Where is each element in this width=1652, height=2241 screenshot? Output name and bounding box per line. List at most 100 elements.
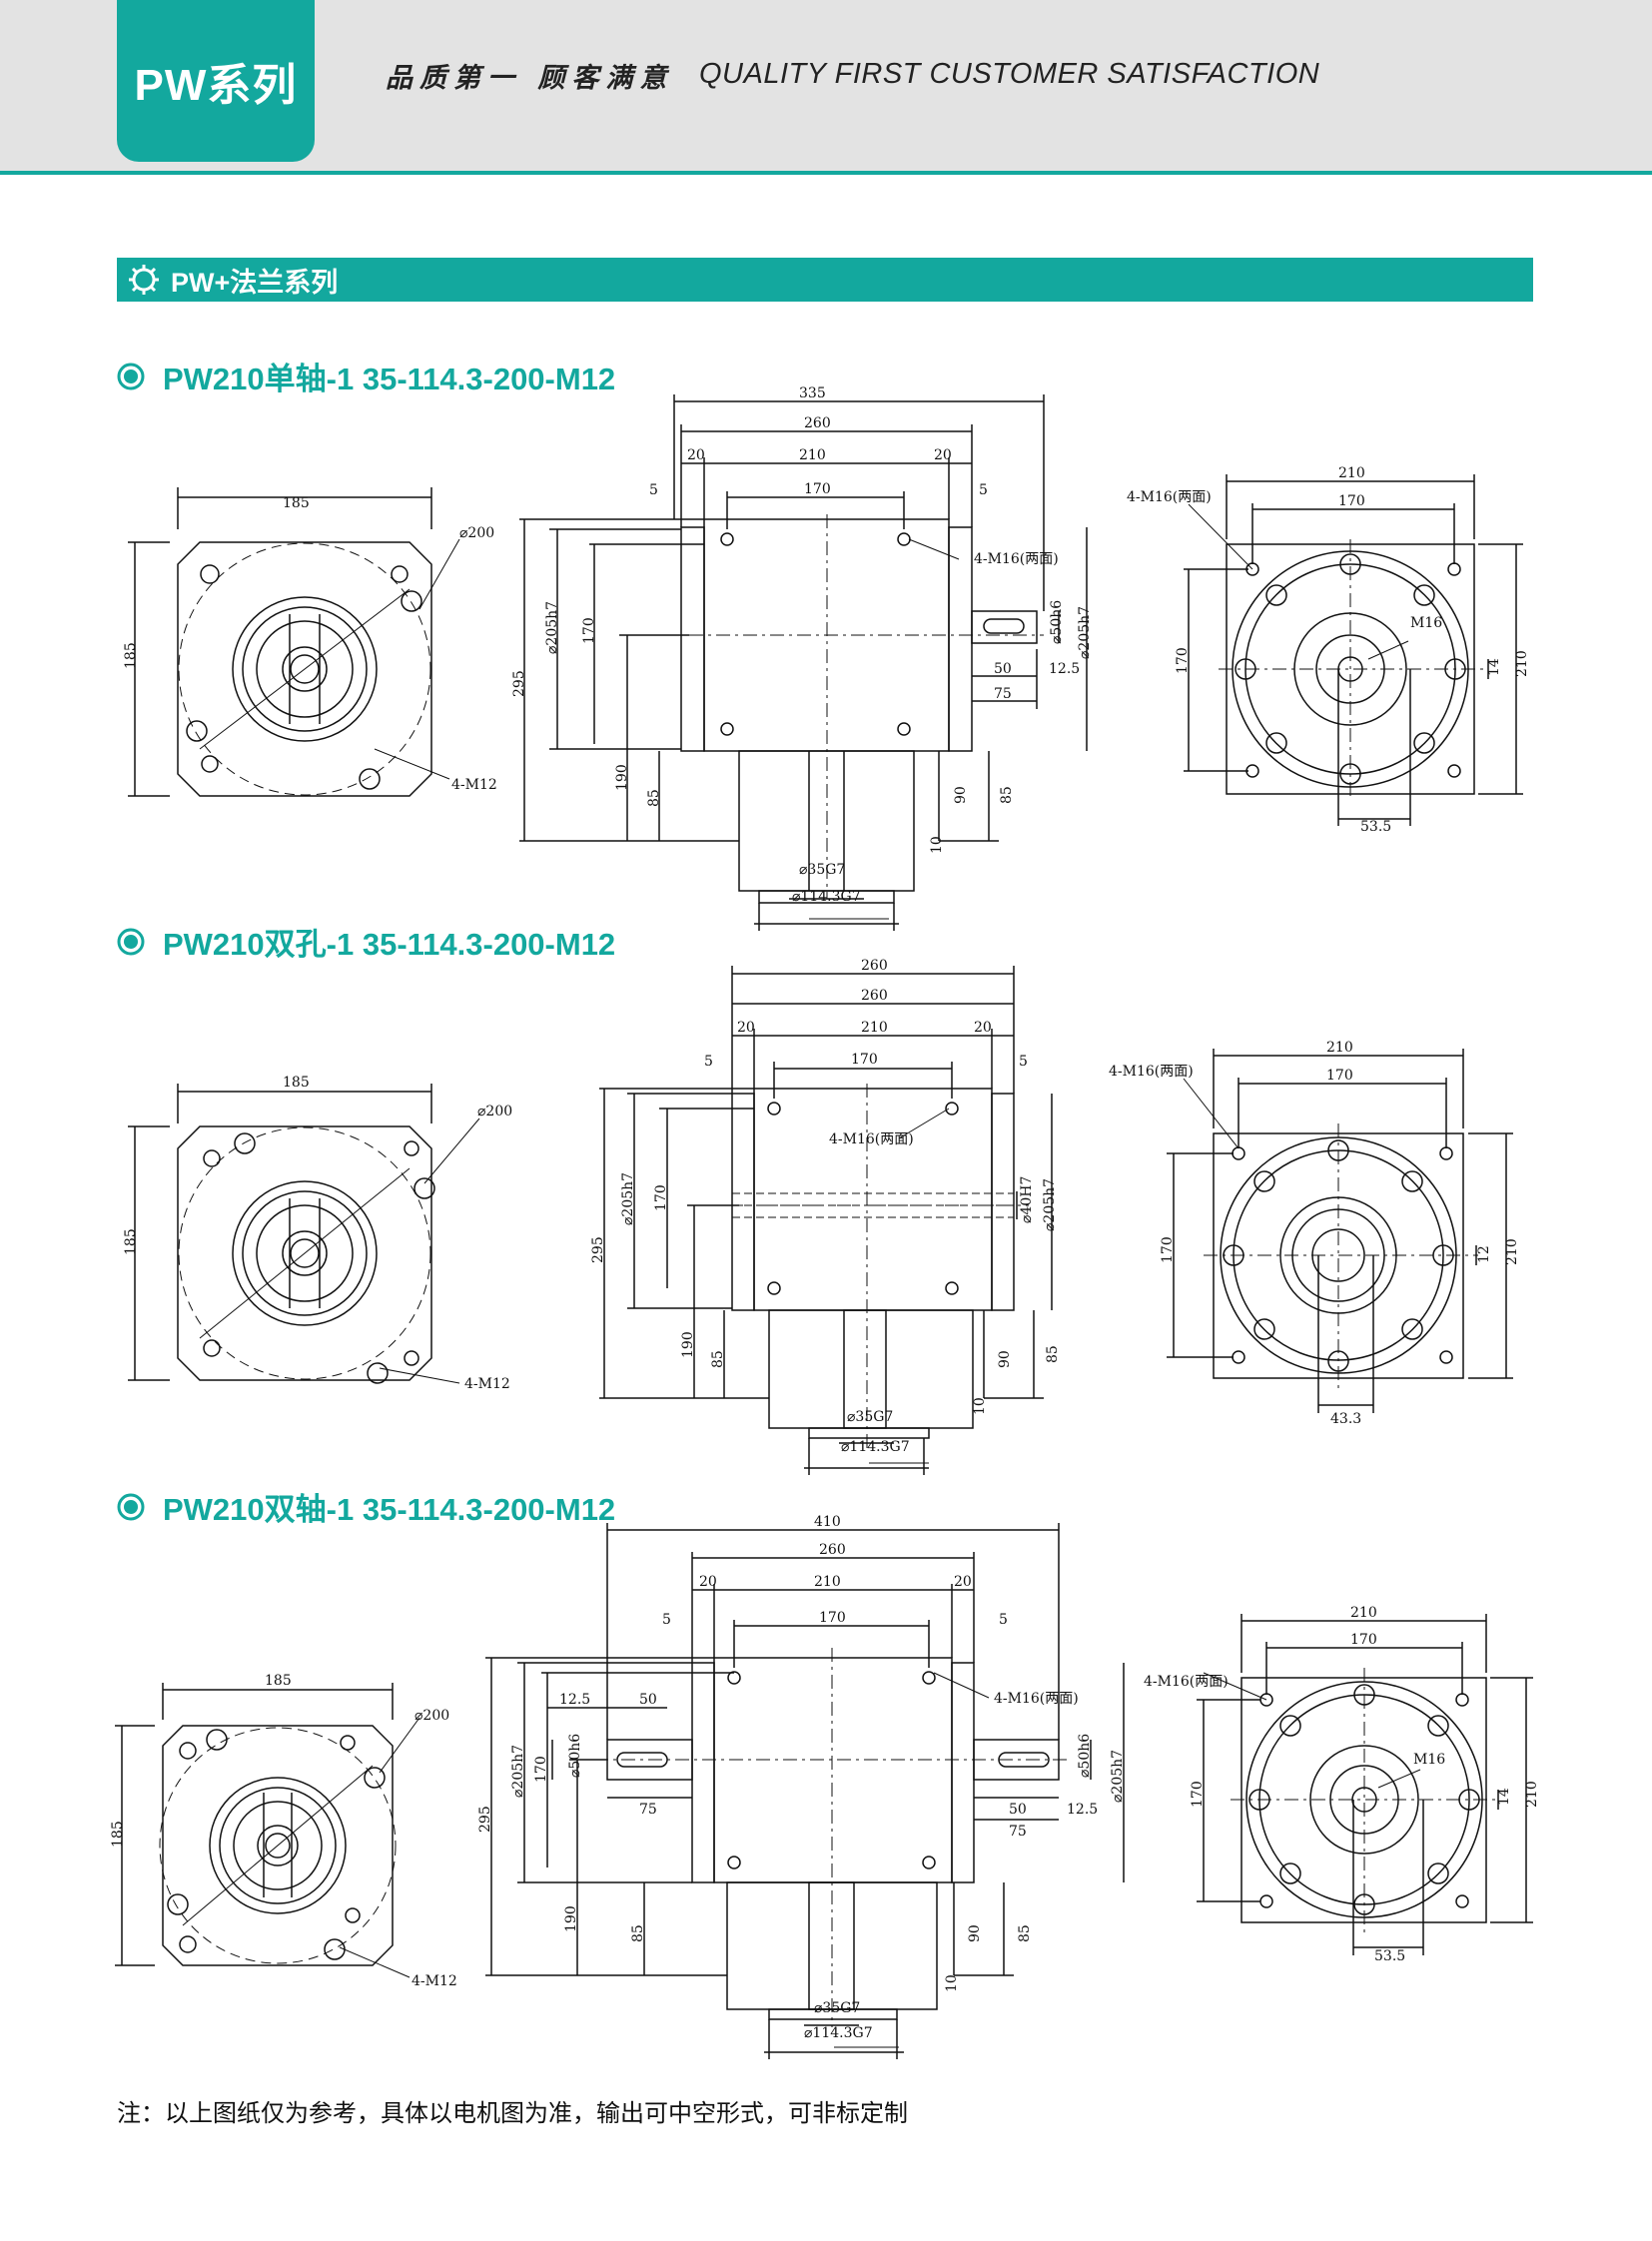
dim-label: 85 (999, 786, 1015, 804)
model-title-3: PW210双轴-1 35-114.3-200-M12 (117, 1484, 615, 1529)
dim-label: ⌀35G7 (814, 2000, 860, 2016)
dim-label: 4-M16(两面) (1144, 1674, 1229, 1690)
dim-label: 85 (710, 1350, 726, 1368)
dim-label: 85 (1017, 1924, 1033, 1942)
dim-label: 170 (653, 1184, 669, 1211)
dim-label: 260 (861, 988, 888, 1004)
slogan-english: QUALITY FIRST CUSTOMER SATISFACTION (699, 58, 1320, 90)
dim-label: M16 (1410, 615, 1442, 631)
dim-label: 12 (1476, 1245, 1492, 1263)
dim-label: 295 (590, 1236, 606, 1263)
dim-label: 4-M12 (412, 1973, 457, 1989)
dim-label: 4-M12 (451, 777, 497, 793)
gear-icon (129, 265, 159, 295)
dim-label: 5 (662, 1612, 671, 1628)
target-dot-icon (117, 363, 145, 389)
section-bar: PW+法兰系列 (117, 258, 1533, 302)
dim-label: 53.5 (1374, 1948, 1405, 1964)
dim-label: 20 (699, 1574, 717, 1590)
dim-label: ⌀200 (414, 1708, 449, 1724)
dim-label: 12.5 (1049, 661, 1080, 677)
side-view (485, 1523, 1125, 2059)
dim-label: 5 (999, 1612, 1008, 1628)
model-title-text: PW210双孔-1 35-114.3-200-M12 (163, 927, 616, 962)
dim-label: 10 (944, 1974, 960, 1992)
dim-label: 210 (1326, 1040, 1353, 1056)
dim-label: 50 (1009, 1802, 1027, 1818)
dim-label: 210 (1350, 1605, 1377, 1621)
dim-label: 210 (799, 447, 826, 463)
dim-label: 210 (1524, 1781, 1540, 1808)
dim-label: 185 (265, 1673, 292, 1689)
drawing-double-hole: 185 185 ⌀200 4-M12 260 260 20 210 20 5 1… (123, 958, 1520, 1475)
dim-label: 170 (1338, 493, 1365, 509)
dim-label: ⌀200 (477, 1104, 512, 1120)
footer-note: 注：以上图纸仅为参考，具体以电机图为准，输出可中空形式，可非标定制 (117, 2100, 908, 2127)
drawing-single-shaft: 185 185 ⌀200 4-M12 335 260 20 210 20 5 1… (123, 385, 1530, 931)
dim-label: ⌀50h6 (567, 1734, 583, 1778)
dim-label: 170 (533, 1756, 549, 1783)
dim-label: 260 (819, 1542, 846, 1558)
dim-label: 90 (967, 1924, 983, 1942)
model-title-1: PW210单轴-1 35-114.3-200-M12 (117, 354, 615, 398)
dim-label: ⌀205h7 (1077, 606, 1093, 659)
dim-label: 50 (639, 1692, 657, 1708)
dim-label: 170 (804, 481, 831, 497)
dim-label: 20 (737, 1020, 755, 1036)
dim-label: 170 (1175, 647, 1191, 674)
dim-label: ⌀200 (459, 525, 494, 541)
dim-label: 170 (581, 617, 597, 644)
dim-label: 43.3 (1330, 1411, 1361, 1427)
dim-label: 185 (283, 1075, 310, 1091)
dim-label: 210 (861, 1020, 888, 1036)
dim-label: 12.5 (1067, 1802, 1098, 1818)
dim-label: 4-M16(两面) (829, 1131, 914, 1147)
dim-label: 4-M16(两面) (974, 551, 1059, 567)
dim-label: 185 (123, 642, 139, 669)
dim-label: 410 (814, 1514, 841, 1530)
dim-label: 20 (974, 1020, 992, 1036)
dim-label: 260 (861, 958, 888, 974)
dim-label: 185 (110, 1821, 126, 1848)
dim-label: 85 (1045, 1345, 1061, 1363)
series-tab: PW系列 (117, 0, 315, 162)
section-title: PW+法兰系列 (171, 267, 339, 298)
front-view (128, 487, 460, 797)
dim-label: 75 (1009, 1824, 1027, 1840)
dim-label: 260 (804, 415, 831, 431)
dim-label: 5 (649, 482, 658, 498)
drawing-double-shaft: 185 185 ⌀200 4-M12 410 260 20 210 20 5 1… (110, 1514, 1540, 2059)
dim-label: ⌀114.3G7 (841, 1439, 910, 1455)
dim-label: 295 (477, 1806, 493, 1833)
dim-label: 210 (1514, 650, 1530, 677)
dim-label: 170 (851, 1052, 878, 1068)
dim-label: 210 (1504, 1238, 1520, 1265)
dim-label: 20 (954, 1574, 972, 1590)
dim-label: ⌀50h6 (1049, 600, 1065, 644)
dim-label: 295 (511, 670, 527, 697)
front-view (128, 1084, 480, 1384)
dim-label: 5 (979, 482, 988, 498)
dim-label: 170 (1326, 1068, 1353, 1084)
dim-label: 10 (972, 1397, 988, 1415)
dim-label: ⌀205h7 (1110, 1750, 1126, 1803)
dim-label: ⌀114.3G7 (804, 2025, 873, 2041)
header-divider (0, 171, 1652, 175)
dim-label: 190 (614, 764, 630, 791)
target-dot-icon (117, 928, 145, 955)
dim-label: ⌀205h7 (620, 1172, 636, 1225)
model-title-text: PW210单轴-1 35-114.3-200-M12 (163, 362, 616, 396)
dim-label: 4-M16(两面) (1109, 1064, 1194, 1080)
dim-label: ⌀114.3G7 (792, 889, 861, 905)
dim-label: ⌀205h7 (1042, 1178, 1058, 1231)
dim-label: 85 (630, 1924, 646, 1942)
dim-label: 50 (994, 661, 1012, 677)
slogan-chinese: 品质第一 顾客满意 (386, 63, 674, 94)
dim-label: 4-M16(两面) (1127, 489, 1212, 505)
dim-label: 14 (1486, 658, 1502, 676)
dim-label: 335 (799, 385, 826, 401)
model-title-2: PW210双孔-1 35-114.3-200-M12 (117, 919, 615, 964)
dim-label: 10 (929, 836, 945, 854)
dim-label: ⌀50h6 (1077, 1734, 1093, 1778)
dim-label: 170 (1350, 1632, 1377, 1648)
